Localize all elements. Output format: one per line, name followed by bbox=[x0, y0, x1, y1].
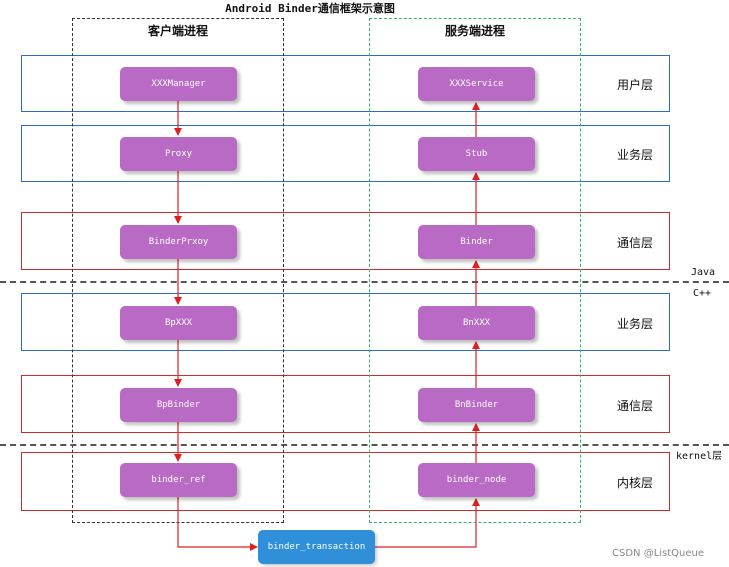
layer-label-user: 用户层 bbox=[616, 78, 653, 92]
node-binder: Binder bbox=[418, 225, 535, 259]
layer-kernel bbox=[21, 452, 670, 511]
layer-label-communication: 通信层 bbox=[616, 236, 653, 250]
layer-business-java bbox=[21, 125, 670, 182]
node-stub: Stub bbox=[418, 137, 535, 171]
node-xxxmanager: XXXManager bbox=[120, 67, 237, 101]
kernel-separator bbox=[0, 444, 729, 446]
node-bnxxx: BnXXX bbox=[418, 306, 535, 340]
kernel-label: kernel层 bbox=[676, 451, 723, 462]
layer-communication-java bbox=[21, 212, 670, 270]
watermark: CSDN @ListQueue bbox=[612, 548, 705, 559]
layer-label-kernel: 内核层 bbox=[616, 476, 653, 490]
client-process-title: 客户端进程 bbox=[147, 24, 208, 38]
arrow-client-to-transaction bbox=[177, 497, 258, 551]
layer-user bbox=[21, 55, 670, 112]
node-proxy: Proxy bbox=[120, 137, 237, 171]
layer-label-business: 业务层 bbox=[616, 148, 653, 162]
cpp-label: C++ bbox=[693, 288, 712, 299]
layer-business-cpp bbox=[21, 293, 670, 351]
node-bnbinder: BnBinder bbox=[418, 388, 535, 422]
arrow-transaction-to-server bbox=[375, 498, 480, 548]
layer-label-business: 业务层 bbox=[616, 317, 653, 331]
layer-communication-cpp bbox=[21, 375, 670, 433]
java-label: Java bbox=[691, 267, 716, 278]
diagram-title: Android Binder通信框架示意图 bbox=[225, 2, 395, 15]
java-cpp-separator bbox=[0, 281, 729, 283]
node-binderproxy: BinderPrxoy bbox=[120, 225, 237, 259]
node-bpbinder: BpBinder bbox=[120, 388, 237, 422]
node-xxxservice: XXXService bbox=[418, 67, 535, 101]
node-binder-ref: binder_ref bbox=[120, 463, 237, 497]
server-process-title: 服务端进程 bbox=[444, 24, 505, 38]
server-process-box bbox=[369, 18, 581, 523]
node-bpxxx: BpXXX bbox=[120, 306, 237, 340]
node-binder-transaction: binder_transaction bbox=[258, 530, 375, 564]
layer-label-communication: 通信层 bbox=[616, 399, 653, 413]
node-binder-node: binder_node bbox=[418, 463, 535, 497]
